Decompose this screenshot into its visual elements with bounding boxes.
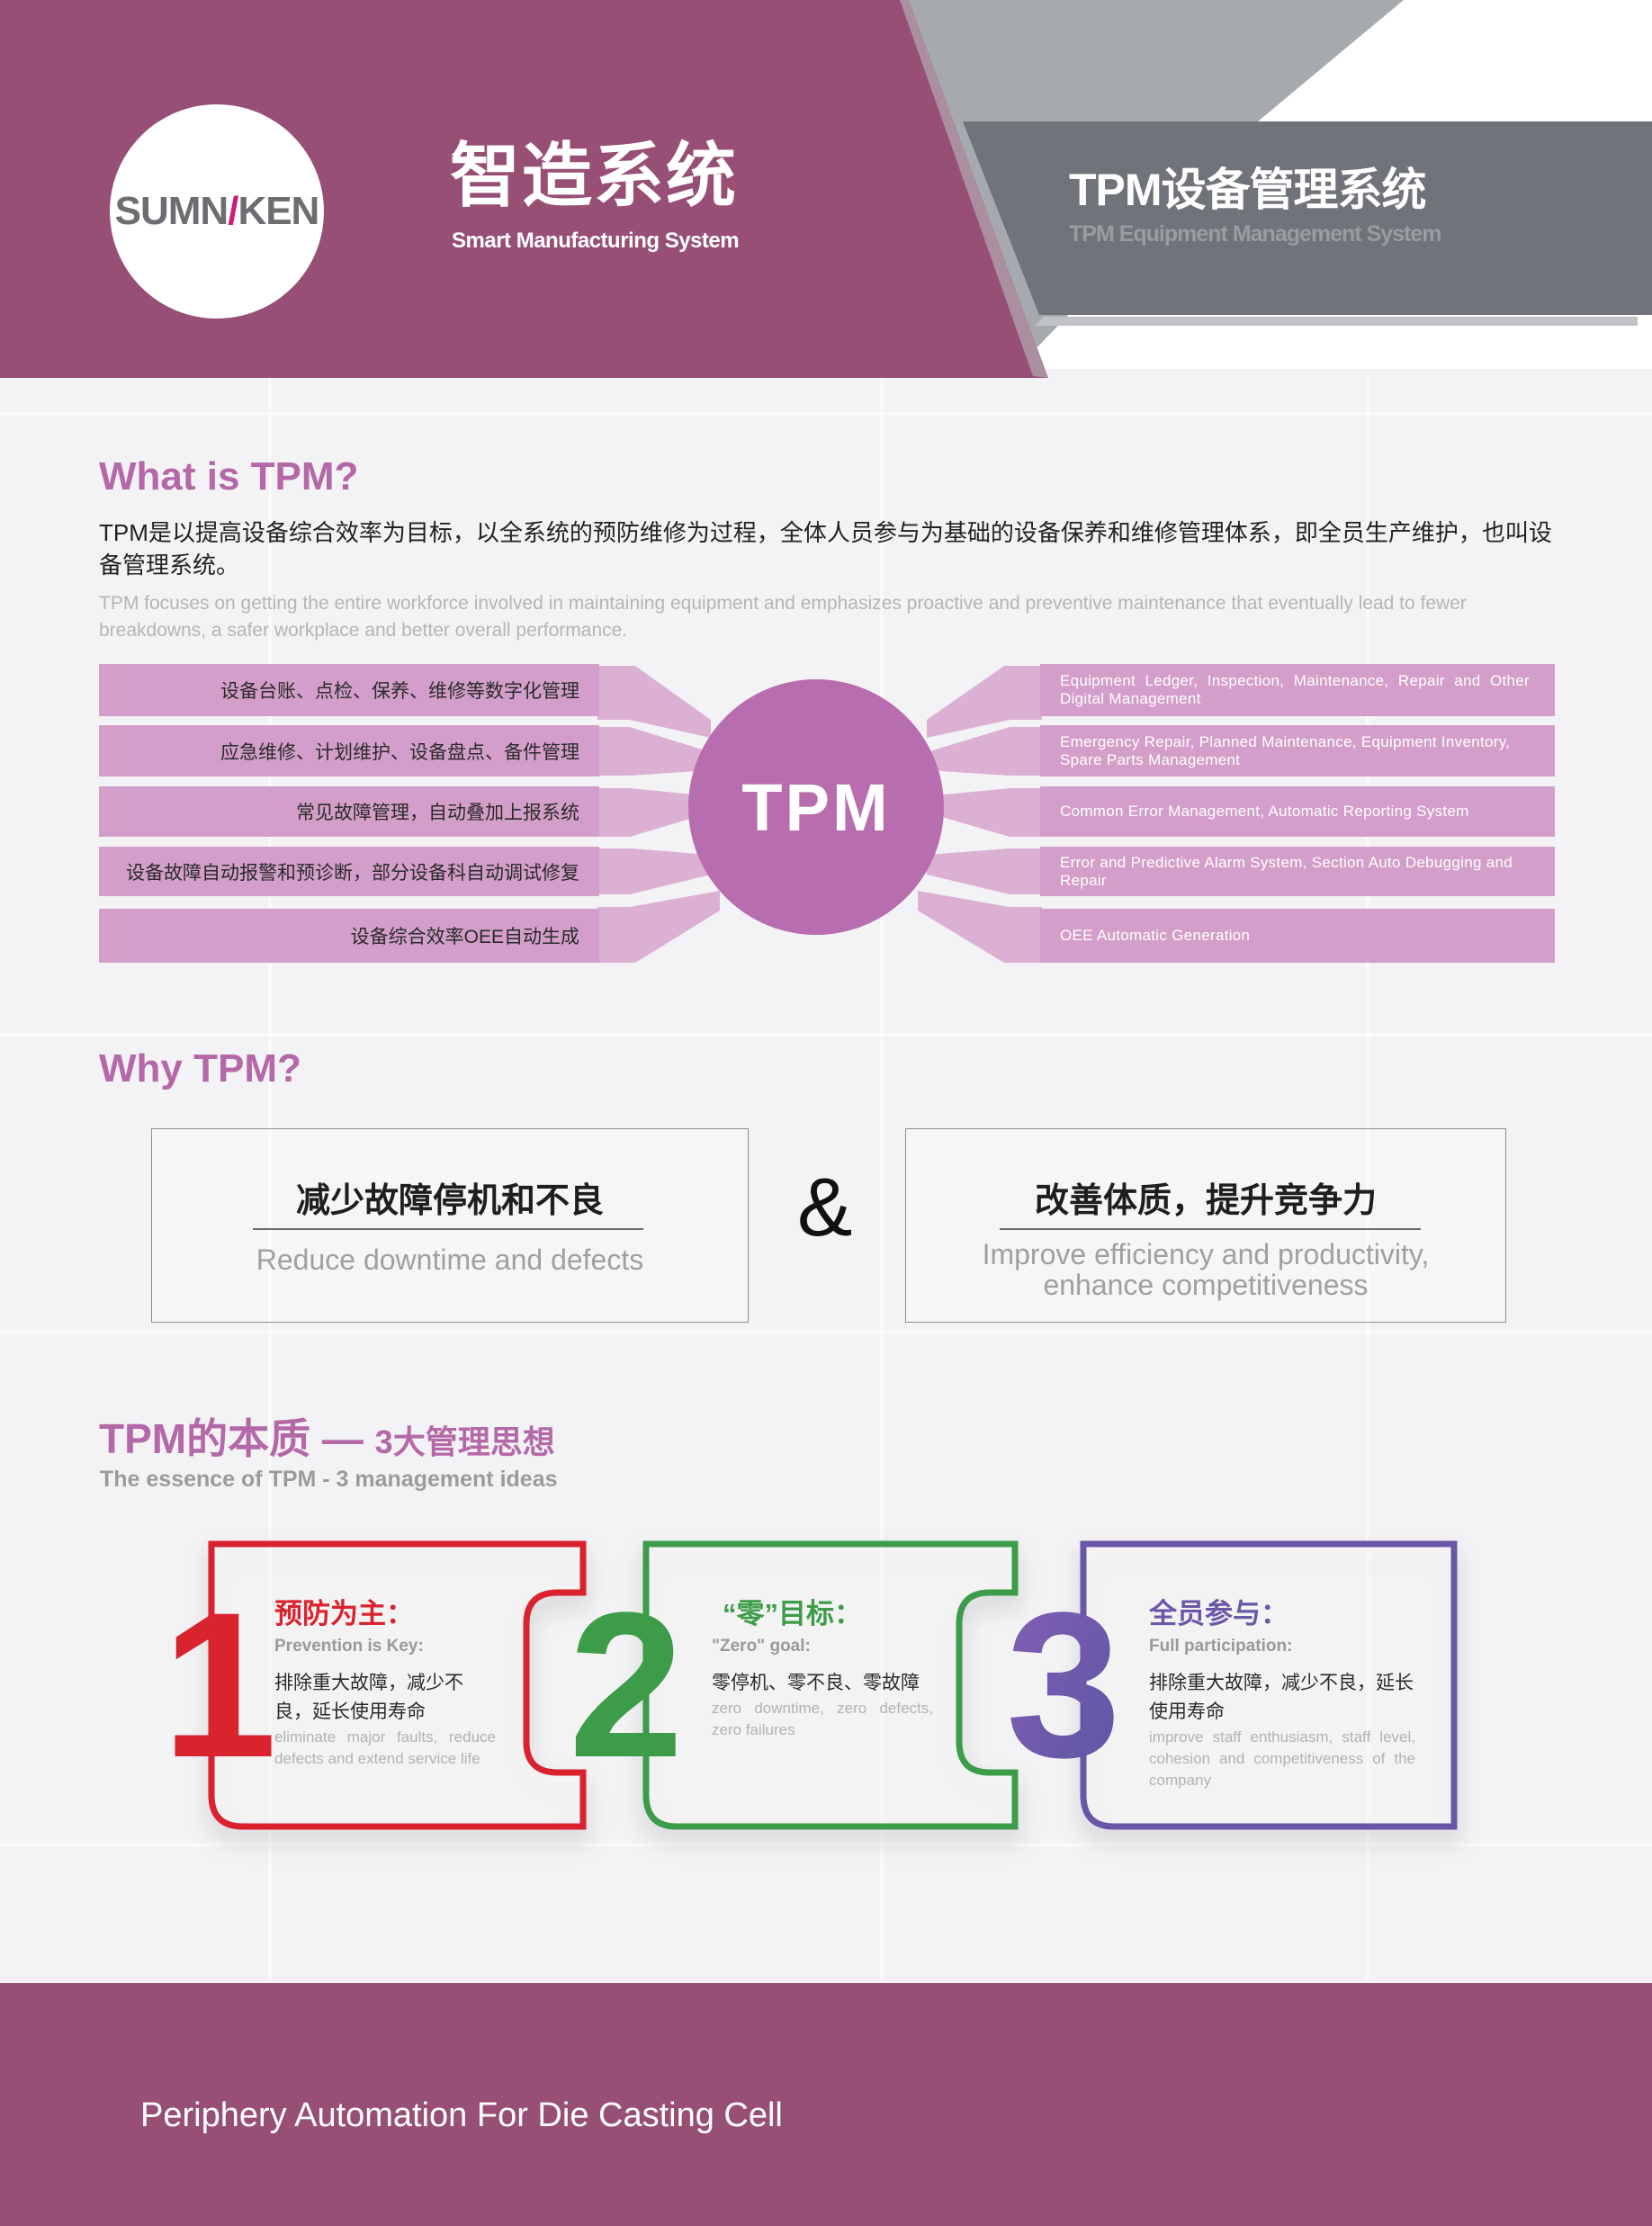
- idea-2-desc-en: zero downtime, zero defects, zero failur…: [712, 1700, 933, 1738]
- header-shapes: [0, 0, 1652, 378]
- idea-3-desc-cn: 排除重大故障，减少不良，延长使用寿命: [1149, 1673, 1414, 1722]
- idea-3: 全员参与： Full participation: 排除重大故障，减少不良，延长…: [1149, 1600, 1415, 1791]
- essence-subheading: The essence of TPM - 3 management ideas: [100, 1467, 558, 1492]
- why-right-cn: 改善体质，提升竞争力: [1034, 1182, 1377, 1220]
- idea-1-subtitle: Prevention is Key:: [274, 1637, 424, 1656]
- idea-number-1: 1: [162, 1569, 277, 1800]
- feature-left-1: 设备台账、点检、保养、维修等数字化管理: [220, 681, 579, 702]
- feature-left-5: 设备综合效率OEE自动生成: [350, 927, 579, 947]
- feature-left-3: 常见故障管理，自动叠加上报系统: [296, 803, 579, 823]
- footer: [0, 1983, 1652, 2226]
- feature-bars: [99, 664, 1555, 963]
- idea-3-title: 全员参与：: [1149, 1598, 1288, 1629]
- what-heading: What is TPM?: [99, 454, 359, 498]
- feature-left-2: 应急维修、计划维护、设备盘点、备件管理: [220, 741, 579, 763]
- idea-1-desc-en: eliminate major faults, reduce defects a…: [274, 1728, 496, 1767]
- essence-heading: TPM的本质 — 3大管理思想: [99, 1418, 555, 1459]
- idea-3-subtitle: Full participation:: [1149, 1637, 1293, 1656]
- feature-right-5: OEE Automatic Generation: [1060, 927, 1251, 944]
- idea-frames: [208, 1540, 1458, 1830]
- what-desc-cn: TPM是以提高设备综合效率为目标，以全系统的预防维修为过程，全体人员参与为基础的…: [99, 519, 1552, 579]
- background-grid: [0, 378, 1652, 1979]
- idea-2-subtitle: "Zero" goal:: [712, 1637, 811, 1656]
- idea-1-desc-cn: 排除重大故障，减少不良，延长使用寿命: [274, 1673, 463, 1722]
- why-left-cn: 减少故障停机和不良: [295, 1182, 604, 1220]
- essence-heading-main: TPM的本质 —: [99, 1415, 375, 1462]
- idea-1: 预防为主： Prevention is Key: 排除重大故障，减少不良，延长使…: [274, 1600, 496, 1770]
- system-title-cn: TPM设备管理系统: [1069, 165, 1427, 215]
- what-desc-en: TPM focuses on getting the entire workfo…: [99, 593, 1467, 641]
- essence-heading-sub: 3大管理思想: [374, 1423, 555, 1460]
- tpm-connectors: [597, 666, 1042, 963]
- why-right-en-1: Improve efficiency and productivity,: [982, 1238, 1430, 1270]
- logo: SUMN/KEN: [110, 104, 324, 319]
- idea-1-title: 预防为主：: [274, 1598, 414, 1629]
- idea-2-title: “零”目标：: [723, 1598, 862, 1629]
- feature-right-4: Error and Predictive Alarm System, Secti…: [1060, 853, 1513, 889]
- idea-number-2: 2: [569, 1569, 684, 1800]
- feature-right-3: Common Error Management, Automatic Repor…: [1060, 803, 1469, 820]
- why-left-en: Reduce downtime and defects: [256, 1243, 644, 1276]
- why-right-divider: [1000, 1228, 1421, 1230]
- why-heading: Why TPM?: [99, 1046, 301, 1091]
- idea-numbers: 1 2 3: [162, 1569, 1121, 1800]
- feature-left-4: 设备故障自动报警和预诊断，部分设备科自动调试修复: [126, 862, 579, 884]
- feature-right-1: Equipment Ledger, Inspection, Maintenanc…: [1060, 672, 1530, 707]
- page-title-cn: 智造系统: [450, 136, 739, 215]
- idea-3-desc-en: improve staff enthusiasm, staff level, c…: [1149, 1728, 1415, 1789]
- why-box-right: 改善体质，提升竞争力 Improve efficiency and produc…: [905, 1128, 1506, 1323]
- why-right-en-2: enhance competitiveness: [1043, 1269, 1369, 1301]
- idea-number-3: 3: [1006, 1569, 1121, 1800]
- feature-right-2: Emergency Repair, Planned Maintenance, E…: [1060, 732, 1511, 768]
- why-box-left: 减少故障停机和不良 Reduce downtime and defects: [151, 1128, 749, 1323]
- idea-2: “零”目标： "Zero" goal: 零停机、零不良、零故障 zero dow…: [712, 1600, 933, 1741]
- page-title-en: Smart Manufacturing System: [452, 229, 740, 253]
- system-title-en: TPM Equipment Management System: [1069, 221, 1442, 247]
- tpm-hub: TPM: [688, 679, 944, 935]
- ampersand: &: [797, 1162, 853, 1253]
- why-left-divider: [253, 1228, 643, 1230]
- idea-2-desc-cn: 零停机、零不良、零故障: [712, 1673, 920, 1693]
- logo-text: SUMN/KEN: [114, 189, 320, 233]
- footer-text: Periphery Automation For Die Casting Cel…: [140, 2096, 783, 2134]
